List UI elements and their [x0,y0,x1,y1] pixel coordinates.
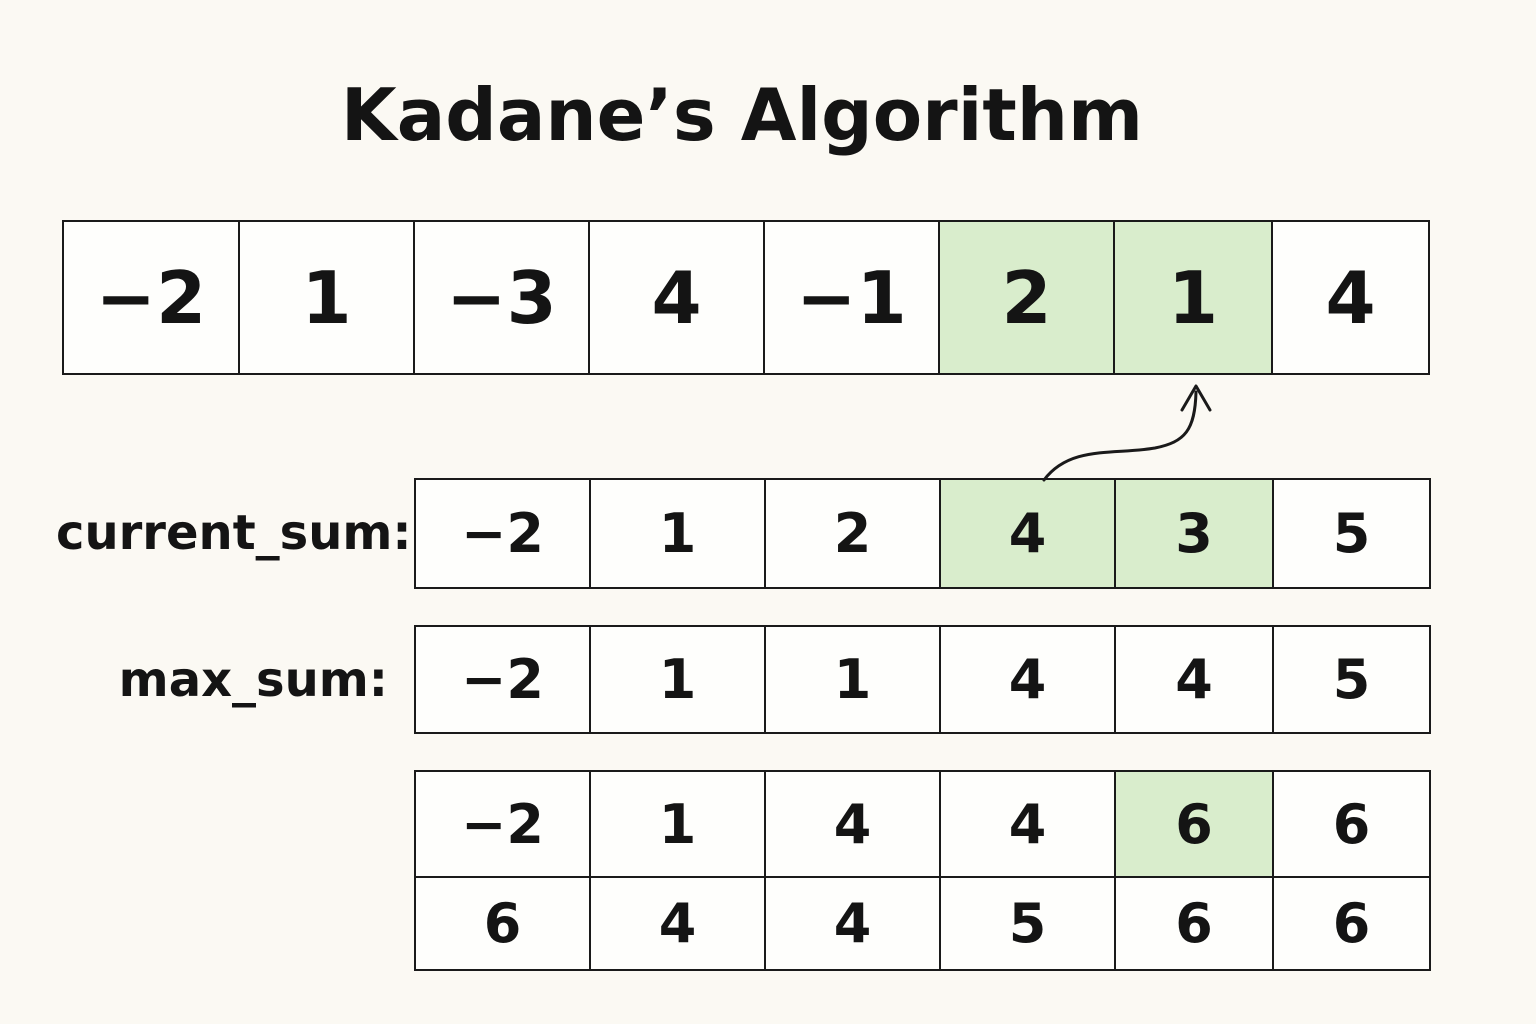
array-cell-3: 4 [588,220,765,375]
array-cell-4: −1 [763,220,940,375]
max-sum-cell-5: 5 [1272,625,1431,734]
current-sum-cell-2: 2 [764,478,941,589]
table-row-2-cell-2: 4 [764,876,941,971]
table-row-1-cell-4: 6 [1114,770,1274,878]
current-sum-cell-3: 4 [939,478,1116,589]
max-sum-cell-4: 4 [1114,625,1274,734]
array-cell-0: −2 [62,220,240,375]
table-row-1-cell-3: 4 [939,770,1116,878]
table-row-2-cell-0: 6 [414,876,591,971]
table-row-1-cell-5: 6 [1272,770,1431,878]
max-sum-cell-0: −2 [414,625,591,734]
array-cell-7: 4 [1271,220,1430,375]
current-sum-cell-4: 3 [1114,478,1274,589]
table-row-2-cell-5: 6 [1272,876,1431,971]
table-row-2-cell-1: 4 [589,876,766,971]
diagram-title: Kadane’s Algorithm [340,73,1144,157]
current-sum-cell-1: 1 [589,478,766,589]
table-row-1-cell-1: 1 [589,770,766,878]
current-sum-label: current_sum: [56,505,412,561]
array-cell-5: 2 [938,220,1115,375]
max-sum-cell-2: 1 [764,625,941,734]
current-sum-cell-5: 5 [1272,478,1431,589]
max-sum-label: max_sum: [118,652,388,708]
table-row-2-cell-3: 5 [939,876,1116,971]
max-sum-cell-3: 4 [939,625,1116,734]
array-cell-2: −3 [413,220,590,375]
table-row-1-cell-0: −2 [414,770,591,878]
